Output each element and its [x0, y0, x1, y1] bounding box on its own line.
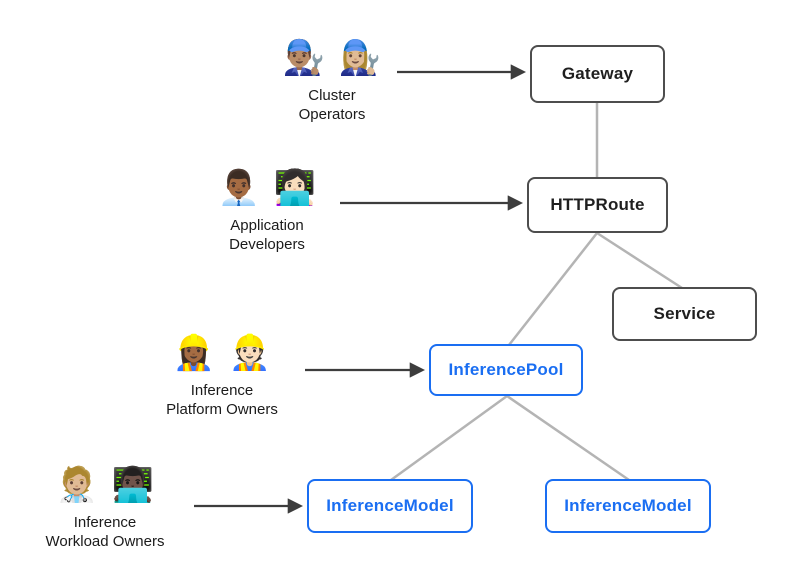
node-gateway-label: Gateway — [561, 64, 634, 83]
persona-cluster-operators: 👨🏽‍🔧 👩🏼‍🔧 Cluster Operators — [247, 34, 417, 124]
connector-inferencepool-to-inferencemodel-right — [506, 394, 630, 482]
persona-label-line: Workload Owners — [45, 533, 165, 550]
cluster-operators-emojis: 👨🏽‍🔧 👩🏼‍🔧 — [247, 34, 417, 84]
node-inferencemodel-right: InferenceModel — [545, 479, 711, 533]
node-inferencepool-label: InferencePool — [448, 360, 564, 379]
node-inferencemodel-left: InferenceModel — [307, 479, 473, 533]
node-inferencepool: InferencePool — [429, 344, 583, 396]
node-gateway: Gateway — [530, 45, 665, 103]
persona-label-line: Developers — [229, 236, 305, 253]
node-inferencemodel-left-label: InferenceModel — [326, 496, 454, 515]
inference-platform-owners-emojis: 👷🏾‍♀️ 👷🏻 — [137, 329, 307, 379]
man-office-worker-icon: 👨🏾‍💼 — [217, 169, 261, 207]
connector-httproute-to-inferencepool — [508, 232, 598, 346]
man-technologist-icon: 👨🏿‍💻 — [111, 466, 155, 504]
application-developers-emojis: 👨🏾‍💼 👩🏻‍💻 — [182, 164, 352, 214]
woman-mechanic-icon: 👩🏼‍🔧 — [338, 39, 382, 77]
node-service: Service — [612, 287, 757, 341]
node-httproute-label: HTTPRoute — [550, 195, 645, 214]
connector-httproute-to-service — [596, 231, 683, 290]
persona-inference-workload-owners-label: Inference Workload Owners — [20, 513, 190, 551]
node-httproute: HTTPRoute — [527, 177, 668, 233]
persona-label-line: Cluster — [308, 87, 356, 104]
man-mechanic-icon: 👨🏽‍🔧 — [282, 39, 326, 77]
persona-label-line: Platform Owners — [166, 401, 278, 418]
persona-inference-workload-owners: 🧑🏼‍⚕️ 👨🏿‍💻 Inference Workload Owners — [20, 461, 190, 551]
man-construction-worker-icon: 👷🏻 — [228, 334, 272, 372]
persona-label-line: Application — [230, 217, 304, 234]
health-worker-icon: 🧑🏼‍⚕️ — [55, 466, 99, 504]
connector-inferencepool-to-inferencemodel-left — [390, 394, 508, 482]
node-inferencemodel-right-label: InferenceModel — [564, 496, 692, 515]
node-service-label: Service — [653, 304, 716, 323]
persona-label-line: Operators — [298, 106, 366, 123]
persona-label-line: Inference — [73, 514, 137, 531]
persona-cluster-operators-label: Cluster Operators — [247, 86, 417, 124]
persona-application-developers: 👨🏾‍💼 👩🏻‍💻 Application Developers — [182, 164, 352, 254]
woman-technologist-icon: 👩🏻‍💻 — [273, 169, 317, 207]
persona-label-line: Inference — [190, 382, 254, 399]
woman-construction-worker-icon: 👷🏾‍♀️ — [172, 334, 216, 372]
persona-inference-platform-owners-label: Inference Platform Owners — [137, 381, 307, 419]
persona-inference-platform-owners: 👷🏾‍♀️ 👷🏻 Inference Platform Owners — [137, 329, 307, 419]
inference-workload-owners-emojis: 🧑🏼‍⚕️ 👨🏿‍💻 — [20, 461, 190, 511]
persona-application-developers-label: Application Developers — [182, 216, 352, 254]
